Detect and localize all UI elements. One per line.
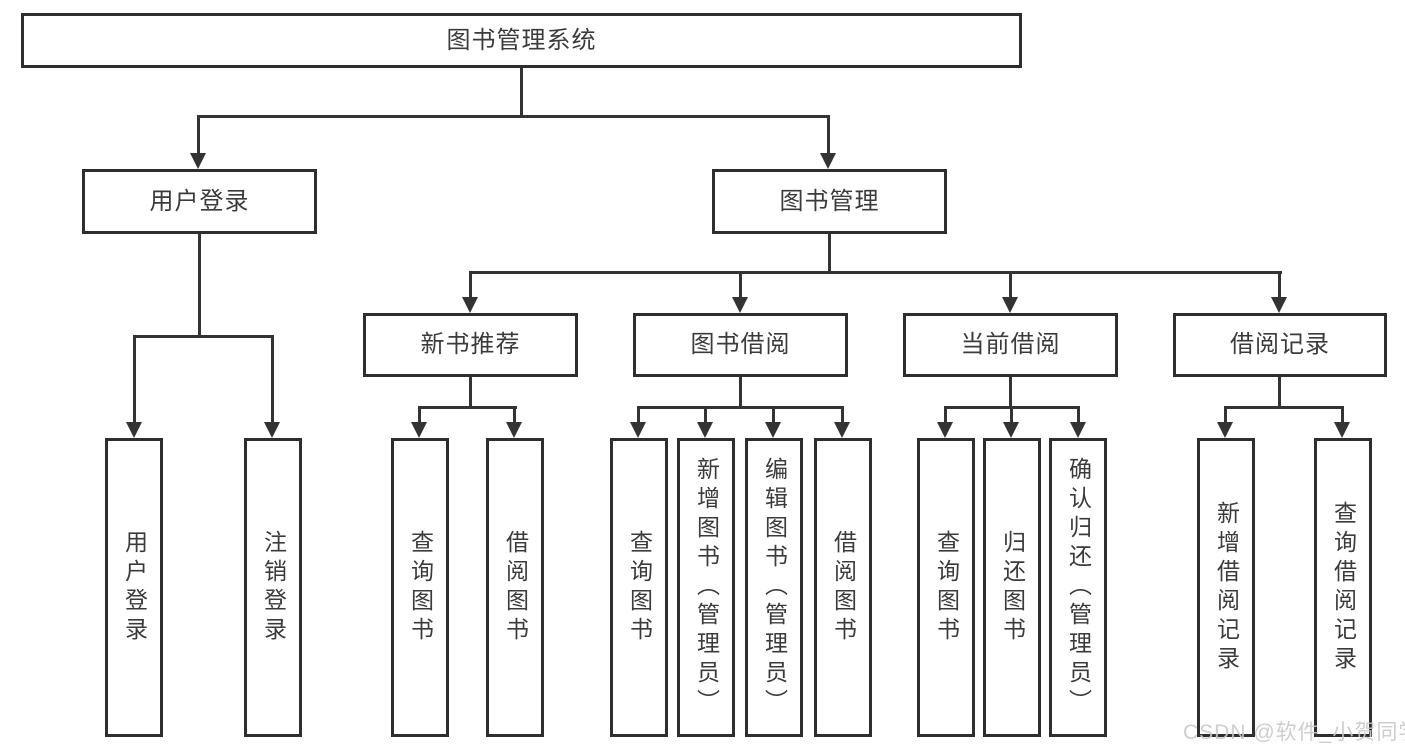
connector-vline — [827, 115, 830, 154]
arrowhead-icon — [190, 153, 206, 169]
leaf-borrow-book-recommend: 借阅图书 — [486, 438, 544, 737]
leaf-logout: 注销登录 — [244, 438, 302, 737]
arrowhead-icon — [1217, 422, 1233, 438]
connector-vline — [198, 231, 201, 338]
leaf-query-borrow-record: 查询借阅记录 — [1314, 438, 1372, 737]
leaf-query-book-current: 查询图书 — [917, 438, 975, 737]
watermark: CSDN @软件_小贺同学 — [1183, 721, 1405, 744]
arrowhead-icon — [765, 422, 781, 438]
connector-vline — [1009, 374, 1012, 408]
leaf-add-borrow-record: 新增借阅记录 — [1197, 438, 1255, 737]
connector-hline — [418, 406, 517, 409]
leaf-confirm-return-admin: 确认归还（管理员） — [1049, 438, 1107, 737]
leaf-return-book: 归还图书 — [983, 438, 1041, 737]
arrowhead-icon — [411, 422, 427, 438]
node-new-book-recommend: 新书推荐 — [363, 313, 578, 377]
connector-vline — [1010, 406, 1013, 423]
arrowhead-icon — [937, 422, 953, 438]
arrowhead-icon — [264, 422, 280, 438]
connector-vline — [469, 271, 472, 298]
connector-vline — [1278, 374, 1281, 409]
connector-hline — [637, 406, 844, 409]
connector-hline — [1224, 406, 1344, 409]
connector-vline — [1278, 271, 1281, 298]
leaf-query-book-recommend: 查询图书 — [391, 438, 449, 737]
connector-vline — [704, 406, 707, 423]
connector-hline — [197, 115, 830, 118]
connector-vline — [469, 374, 472, 409]
node-current-borrow: 当前借阅 — [903, 313, 1118, 377]
arrowhead-icon — [126, 422, 142, 438]
connector-vline — [739, 271, 742, 298]
arrowhead-icon — [697, 422, 713, 438]
connector-vline — [1224, 406, 1227, 423]
arrowhead-icon — [1003, 422, 1019, 438]
connector-vline — [772, 406, 775, 423]
connector-vline — [1077, 406, 1080, 423]
connector-vline — [513, 406, 516, 423]
connector-vline — [1009, 271, 1012, 298]
leaf-edit-book-admin: 编辑图书（管理员） — [745, 438, 803, 737]
node-root: 图书管理系统 — [21, 13, 1022, 68]
connector-vline — [739, 374, 742, 408]
connector-vline — [944, 406, 947, 423]
connector-vline — [133, 335, 136, 423]
leaf-add-book-admin: 新增图书（管理员） — [677, 438, 735, 737]
node-book-management: 图书管理 — [712, 169, 947, 234]
node-book-borrow: 图书借阅 — [633, 313, 848, 377]
node-user-login: 用户登录 — [82, 169, 317, 234]
connector-vline — [1341, 406, 1344, 423]
leaf-borrow-book: 借阅图书 — [814, 438, 872, 737]
arrowhead-icon — [834, 422, 850, 438]
connector-vline — [637, 406, 640, 423]
node-borrow-records: 借阅记录 — [1173, 313, 1387, 377]
connector-vline — [271, 335, 274, 423]
connector-vline — [841, 406, 844, 423]
connector-hline — [469, 271, 1282, 274]
arrowhead-icon — [462, 297, 478, 313]
connector-vline — [197, 115, 200, 154]
arrowhead-icon — [630, 422, 646, 438]
arrowhead-icon — [820, 153, 836, 169]
arrowhead-icon — [1002, 297, 1018, 313]
arrowhead-icon — [732, 297, 748, 313]
leaf-query-book-borrow: 查询图书 — [610, 438, 668, 737]
arrowhead-icon — [1334, 422, 1350, 438]
connector-vline — [520, 66, 523, 118]
connector-vline — [828, 231, 831, 274]
leaf-user-login: 用户登录 — [105, 438, 163, 737]
connector-vline — [418, 406, 421, 423]
arrowhead-icon — [506, 422, 522, 438]
arrowhead-icon — [1271, 297, 1287, 313]
connector-hline — [133, 335, 274, 338]
arrowhead-icon — [1070, 422, 1086, 438]
